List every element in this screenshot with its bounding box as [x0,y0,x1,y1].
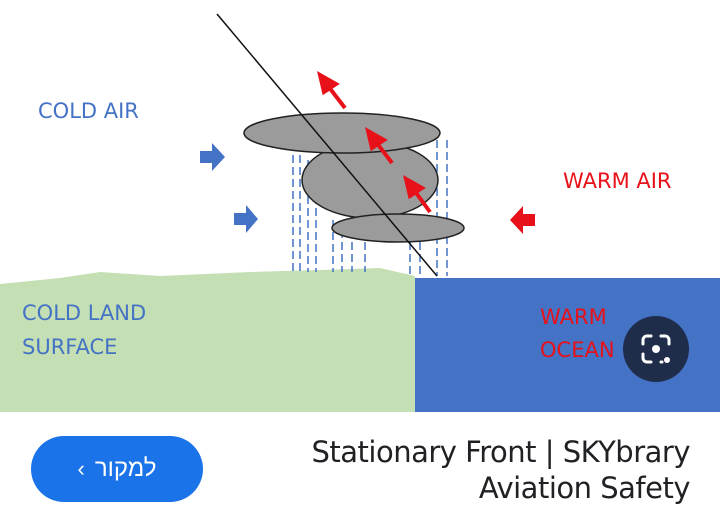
chevron-left-icon: ‹ [77,456,85,481]
stationary-front-diagram: COLD AIR WARM AIR COLD LAND SURFACE WARM… [0,13,720,412]
result-title-line2: Aviation Safety [478,471,691,505]
front-line [216,13,438,277]
cold-air-label: COLD AIR [38,99,139,123]
visit-source-label: למקור [94,455,157,482]
rising-air-arrows [317,71,432,214]
visit-source-button[interactable]: ‹ למקור [31,436,203,502]
ocean-label: OCEAN [540,338,615,362]
surface-label: SURFACE [22,335,117,359]
cold-air-arrows [200,143,258,233]
google-lens-icon [641,334,671,364]
cold-land-surface [0,268,415,412]
cold-land-label: COLD LAND [22,301,146,325]
result-title[interactable]: Stationary Front | SKYbrary Aviation Saf… [270,434,690,506]
google-lens-button[interactable] [623,316,689,382]
warm-air-label: WARM AIR [563,169,672,193]
storm-cloud [243,112,465,243]
warm-air-arrow [510,206,535,234]
warm-label: WARM [540,305,607,329]
result-title-line1: Stationary Front | SKYbrary [311,435,690,469]
